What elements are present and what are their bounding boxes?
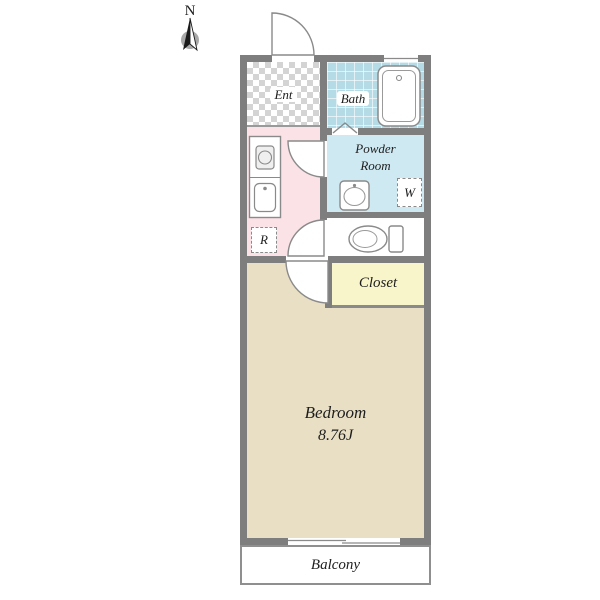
bedroom-label: Bedroom	[304, 403, 367, 422]
refrigerator-label: R	[260, 232, 268, 247]
north-arrow-icon	[181, 17, 199, 52]
closet-door-line	[332, 305, 424, 308]
wall-bath-bottom	[358, 128, 424, 135]
entrance-door-arc	[271, 12, 315, 56]
wall-left	[240, 55, 247, 545]
bedroom-size-label: 8.76J	[317, 427, 354, 444]
bath-label: Bath	[327, 74, 379, 108]
closet-label: Closet	[358, 275, 398, 291]
wall-bath-bottom	[320, 128, 332, 135]
north-label: N	[184, 3, 196, 19]
stove-icon	[255, 145, 275, 170]
washing-machine-box: W	[397, 178, 422, 207]
wall-hall-bedroom	[240, 256, 286, 263]
bathtub-icon	[377, 65, 421, 127]
washbasin-icon	[339, 180, 370, 211]
wall-hall-bedroom	[328, 256, 431, 263]
bedroom-door-arc	[285, 260, 329, 304]
ent-label-text: Ent	[270, 86, 297, 102]
wall-mid-vertical	[320, 177, 327, 220]
toilet-door-arc	[287, 219, 325, 257]
powder-door-arc	[287, 140, 325, 178]
ent-label: Ent	[247, 70, 320, 104]
bedroom-door-opening	[286, 256, 328, 263]
entrance-opening	[272, 55, 314, 62]
balcony-window-icon	[288, 539, 400, 544]
room-bedroom	[247, 263, 424, 538]
refrigerator-box: R	[251, 227, 277, 253]
wall-mid-vertical	[320, 62, 327, 141]
toilet-icon	[348, 225, 404, 253]
balcony	[240, 545, 431, 585]
washing-machine-label: W	[404, 184, 415, 200]
bath-door-opening	[332, 128, 358, 135]
balcony-window-opening	[288, 538, 400, 545]
powder-room-label: Powder Room	[355, 141, 396, 173]
kitchen-sink-icon	[253, 182, 277, 213]
ent-step-line	[247, 125, 320, 127]
room-closet	[332, 263, 424, 306]
balcony-label: Balcony	[310, 557, 361, 573]
wall-right	[424, 55, 431, 545]
bath-door-icon	[332, 122, 358, 134]
bath-label-text: Bath	[336, 90, 370, 106]
wall-powder-toilet	[327, 212, 424, 218]
wall-top	[240, 55, 431, 62]
